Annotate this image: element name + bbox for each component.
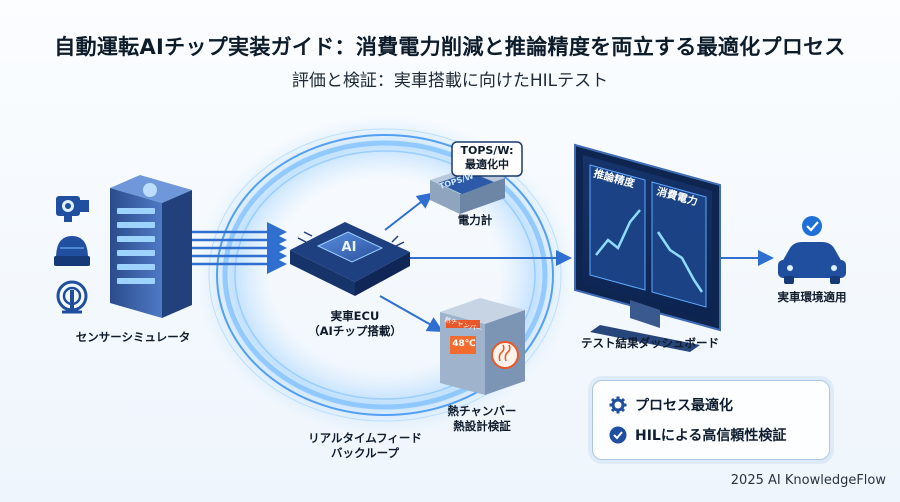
- feedback-line1: リアルタイムフィード: [308, 431, 422, 445]
- thermal-display-text: 48℃: [452, 339, 476, 349]
- legend-item2-text: HILによる高信頼性検証: [635, 428, 787, 444]
- feedback-loop-label: リアルタイムフィード バックループ: [290, 431, 440, 461]
- thermal-label-line1: 熱チャンバー: [447, 404, 517, 418]
- tops-line2: 最適化中: [465, 158, 509, 171]
- legend-box: プロセス最適化 HILによる高信頼性検証: [592, 380, 830, 460]
- ecu-label: 実車ECU （AIチップ搭載）: [300, 309, 410, 339]
- page-title: 自動運転AIチップ実装ガイド：消費電力削減と推論精度を両立する最適化プロセス: [54, 35, 846, 59]
- check-circle-icon: [802, 216, 822, 236]
- check-circle-icon: [609, 426, 627, 444]
- legend-item-hil: HILによる高信頼性検証: [609, 425, 786, 445]
- thermal-label-line2: 熱設計検証: [453, 419, 511, 433]
- feedback-line2: バックループ: [331, 446, 399, 460]
- sensor-simulator-label: センサーシミュレータ: [75, 330, 191, 344]
- ecu-label-line1: 実車ECU: [330, 309, 380, 323]
- legend-item-optimization: プロセス最適化: [609, 395, 733, 415]
- gear-icon: [609, 396, 627, 414]
- tops-callout: TOPS/W: 最適化中: [454, 144, 520, 172]
- chip-ai-label: AI: [341, 240, 357, 255]
- legend-item1-text: プロセス最適化: [635, 398, 733, 414]
- antenna-icon: [56, 280, 88, 314]
- camera-icon: [56, 196, 89, 222]
- power-meter-label: 電力計: [457, 213, 493, 227]
- tops-line1: TOPS/W:: [460, 144, 514, 157]
- radar-dome-icon: [54, 236, 90, 266]
- thermal-chamber-device: [440, 298, 525, 395]
- page-subtitle: 評価と検証：実車搭載に向けたHILテスト: [291, 71, 609, 91]
- dashboard-monitor: [574, 143, 721, 352]
- ai-chip: [290, 222, 410, 296]
- footer-credit: 2025 AI KnowledgeFlow: [730, 473, 886, 488]
- ecu-output-arrows: [379, 192, 774, 332]
- tops-callout-bubble: [451, 141, 523, 177]
- vehicle-label: 実車環境適用: [777, 290, 847, 304]
- data-stream-arrows: [192, 222, 287, 274]
- sensor-simulator-server: [110, 175, 192, 318]
- thermal-chamber-label: 熱チャンバー 熱設計検証: [432, 404, 532, 434]
- dashboard-label: テスト結果ダッシュボード: [581, 336, 719, 350]
- car-icon: [778, 242, 846, 284]
- ecu-label-line2: （AIチップ搭載）: [308, 324, 402, 338]
